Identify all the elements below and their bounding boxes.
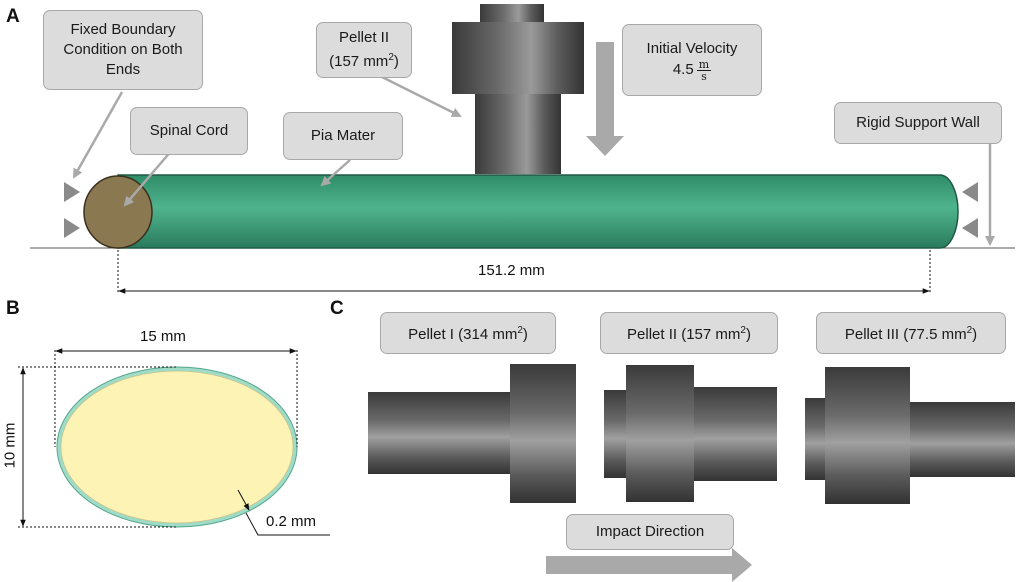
thickness-label: 0.2 mm [266,513,317,530]
pellet-two [604,365,777,502]
boundary-markers-right [962,182,978,238]
velocity-arrow [586,42,624,156]
pellet-three-label: Pellet III (77.5 mm2) [844,325,978,343]
thickness-leader-1 [237,489,250,511]
pellet-one-label: Pellet I (314 mm2) [408,325,528,343]
spinal-cord-callout: Spinal Cord [130,107,248,155]
pellet-one [368,364,576,503]
initial-velocity-title: Initial Velocity [646,39,738,57]
pia-mater-label: Pia Mater [310,127,376,144]
pellet-two-c-label: Pellet II (157 mm2) [627,325,751,343]
pellet-three-callout: Pellet III (77.5 mm2) [816,312,1006,354]
panel-label-a: A [6,6,20,27]
pellet-two-callout: Pellet II (157 mm2) [316,22,412,78]
impact-direction-callout: Impact Direction [566,514,734,550]
panel-label-b: B [6,298,20,319]
width-label: 15 mm [140,328,186,345]
height-label: 10 mm [1,422,19,469]
fixed-boundary-line-1: Fixed Boundary [70,21,176,38]
pellet-leader [379,74,462,118]
fixed-boundary-line-3: Ends [105,61,141,78]
fixed-boundary-callout: Fixed Boundary Condition on Both Ends [43,10,203,90]
boundary-markers-left [64,182,80,238]
spinal-cord-label: Spinal Cord [149,122,229,139]
rigid-wall-label: Rigid Support Wall [856,114,980,131]
pia-mater-callout: Pia Mater [283,112,403,160]
pia-mater-leader [320,159,351,187]
pia-mater-cylinder [117,174,959,249]
pellet-one-callout: Pellet I (314 mm2) [380,312,556,354]
pellet-two-c-callout: Pellet II (157 mm2) [600,312,778,354]
thickness-leader-2 [245,512,330,536]
cord-cross-section-inner [60,370,294,524]
pellet-impactor [452,4,584,174]
impact-direction-arrow [546,548,752,582]
fixed-boundary-leader [72,91,124,179]
rigid-wall-callout: Rigid Support Wall [834,102,1002,144]
pellet-two-area: (157 mm2) [329,52,399,70]
panel-label-c: C [330,298,344,319]
spinal-cord-leader [123,149,173,207]
fixed-boundary-line-2: Condition on Both [63,41,183,58]
pellet-three [805,367,1015,504]
impact-direction-label: Impact Direction [595,523,705,540]
length-label: 151.2 mm [478,262,545,279]
pellet-two-name: Pellet II [338,29,390,46]
